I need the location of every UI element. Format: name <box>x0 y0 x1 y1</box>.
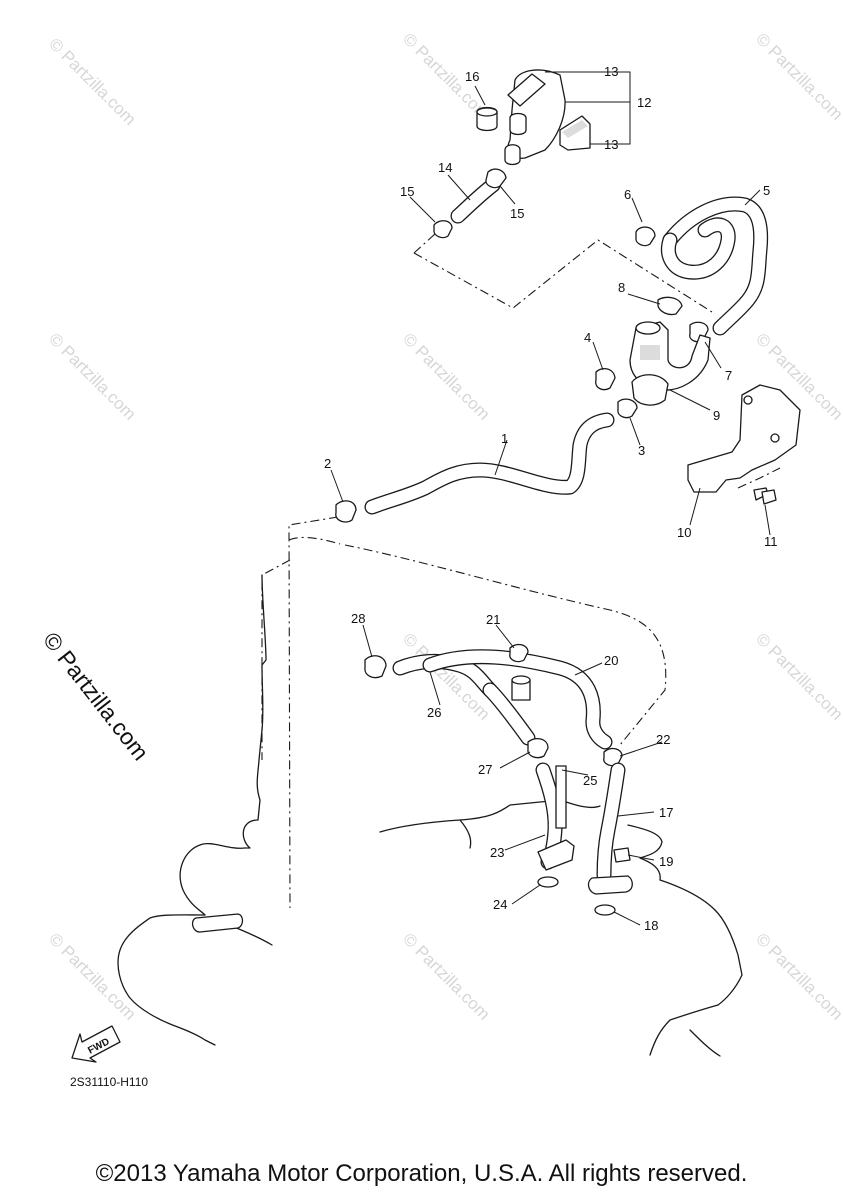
fwd-arrow: FWD <box>71 1025 121 1063</box>
callout-3: 3 <box>638 443 645 458</box>
callout-25: 25 <box>583 773 597 788</box>
callout-18: 18 <box>644 918 658 933</box>
pipe-5 <box>635 196 769 343</box>
watermark: © Partzilla.com <box>45 929 139 1023</box>
callout-14: 14 <box>438 160 452 175</box>
callout-13-top: 13 <box>604 64 618 79</box>
callout-2: 2 <box>324 456 331 471</box>
callout-labels: 1 2 3 4 5 6 7 8 9 10 11 12 13 13 14 15 1… <box>324 64 778 933</box>
watermark: © Partzilla.com <box>45 34 139 128</box>
lower-hose-assembly <box>364 643 623 767</box>
callout-9: 9 <box>713 408 720 423</box>
callout-13-bottom: 13 <box>604 137 618 152</box>
lower-pipes <box>535 762 633 916</box>
callout-21: 21 <box>486 612 500 627</box>
main-hose-1 <box>335 412 615 523</box>
callout-24: 24 <box>493 897 507 912</box>
callout-1: 1 <box>501 431 508 446</box>
callout-5: 5 <box>763 183 770 198</box>
copyright-notice: ©2013 Yamaha Motor Corporation, U.S.A. A… <box>95 1160 748 1187</box>
callout-27: 27 <box>478 762 492 777</box>
watermark: © Partzilla.com <box>752 629 843 723</box>
watermark: © Partzilla.com <box>399 929 493 1023</box>
air-filter-case-assembly <box>476 69 591 166</box>
callout-15-left: 15 <box>400 184 414 199</box>
callout-8: 8 <box>618 280 625 295</box>
callout-20: 20 <box>604 653 618 668</box>
callout-4: 4 <box>584 330 591 345</box>
watermark: © Partzilla.com <box>45 329 139 423</box>
watermark-layer: © Partzilla.com © Partzilla.com © Partzi… <box>38 29 843 1023</box>
leader-lines <box>330 71 771 926</box>
callout-28: 28 <box>351 611 365 626</box>
watermark: © Partzilla.com <box>399 329 493 423</box>
assembly-lines <box>261 233 781 909</box>
callout-6: 6 <box>624 187 631 202</box>
small-hose-14 <box>433 168 507 239</box>
callout-16: 16 <box>465 69 479 84</box>
callout-22: 22 <box>656 732 670 747</box>
callout-19: 19 <box>659 854 673 869</box>
callout-17: 17 <box>659 805 673 820</box>
callout-26: 26 <box>427 705 441 720</box>
watermark: © Partzilla.com <box>752 29 843 123</box>
callout-23: 23 <box>490 845 504 860</box>
bracket-10 <box>687 384 801 505</box>
watermark: © Partzilla.com <box>752 929 843 1023</box>
watermark-dark: © Partzilla.com <box>38 627 154 765</box>
callout-10: 10 <box>677 525 691 540</box>
callout-11: 11 <box>764 534 778 549</box>
callout-12: 12 <box>637 95 651 110</box>
reference-code: 2S31110-H110 <box>70 1075 148 1089</box>
callout-15-right: 15 <box>510 206 524 221</box>
air-cut-valve-assembly <box>595 296 711 419</box>
callout-7: 7 <box>725 368 732 383</box>
